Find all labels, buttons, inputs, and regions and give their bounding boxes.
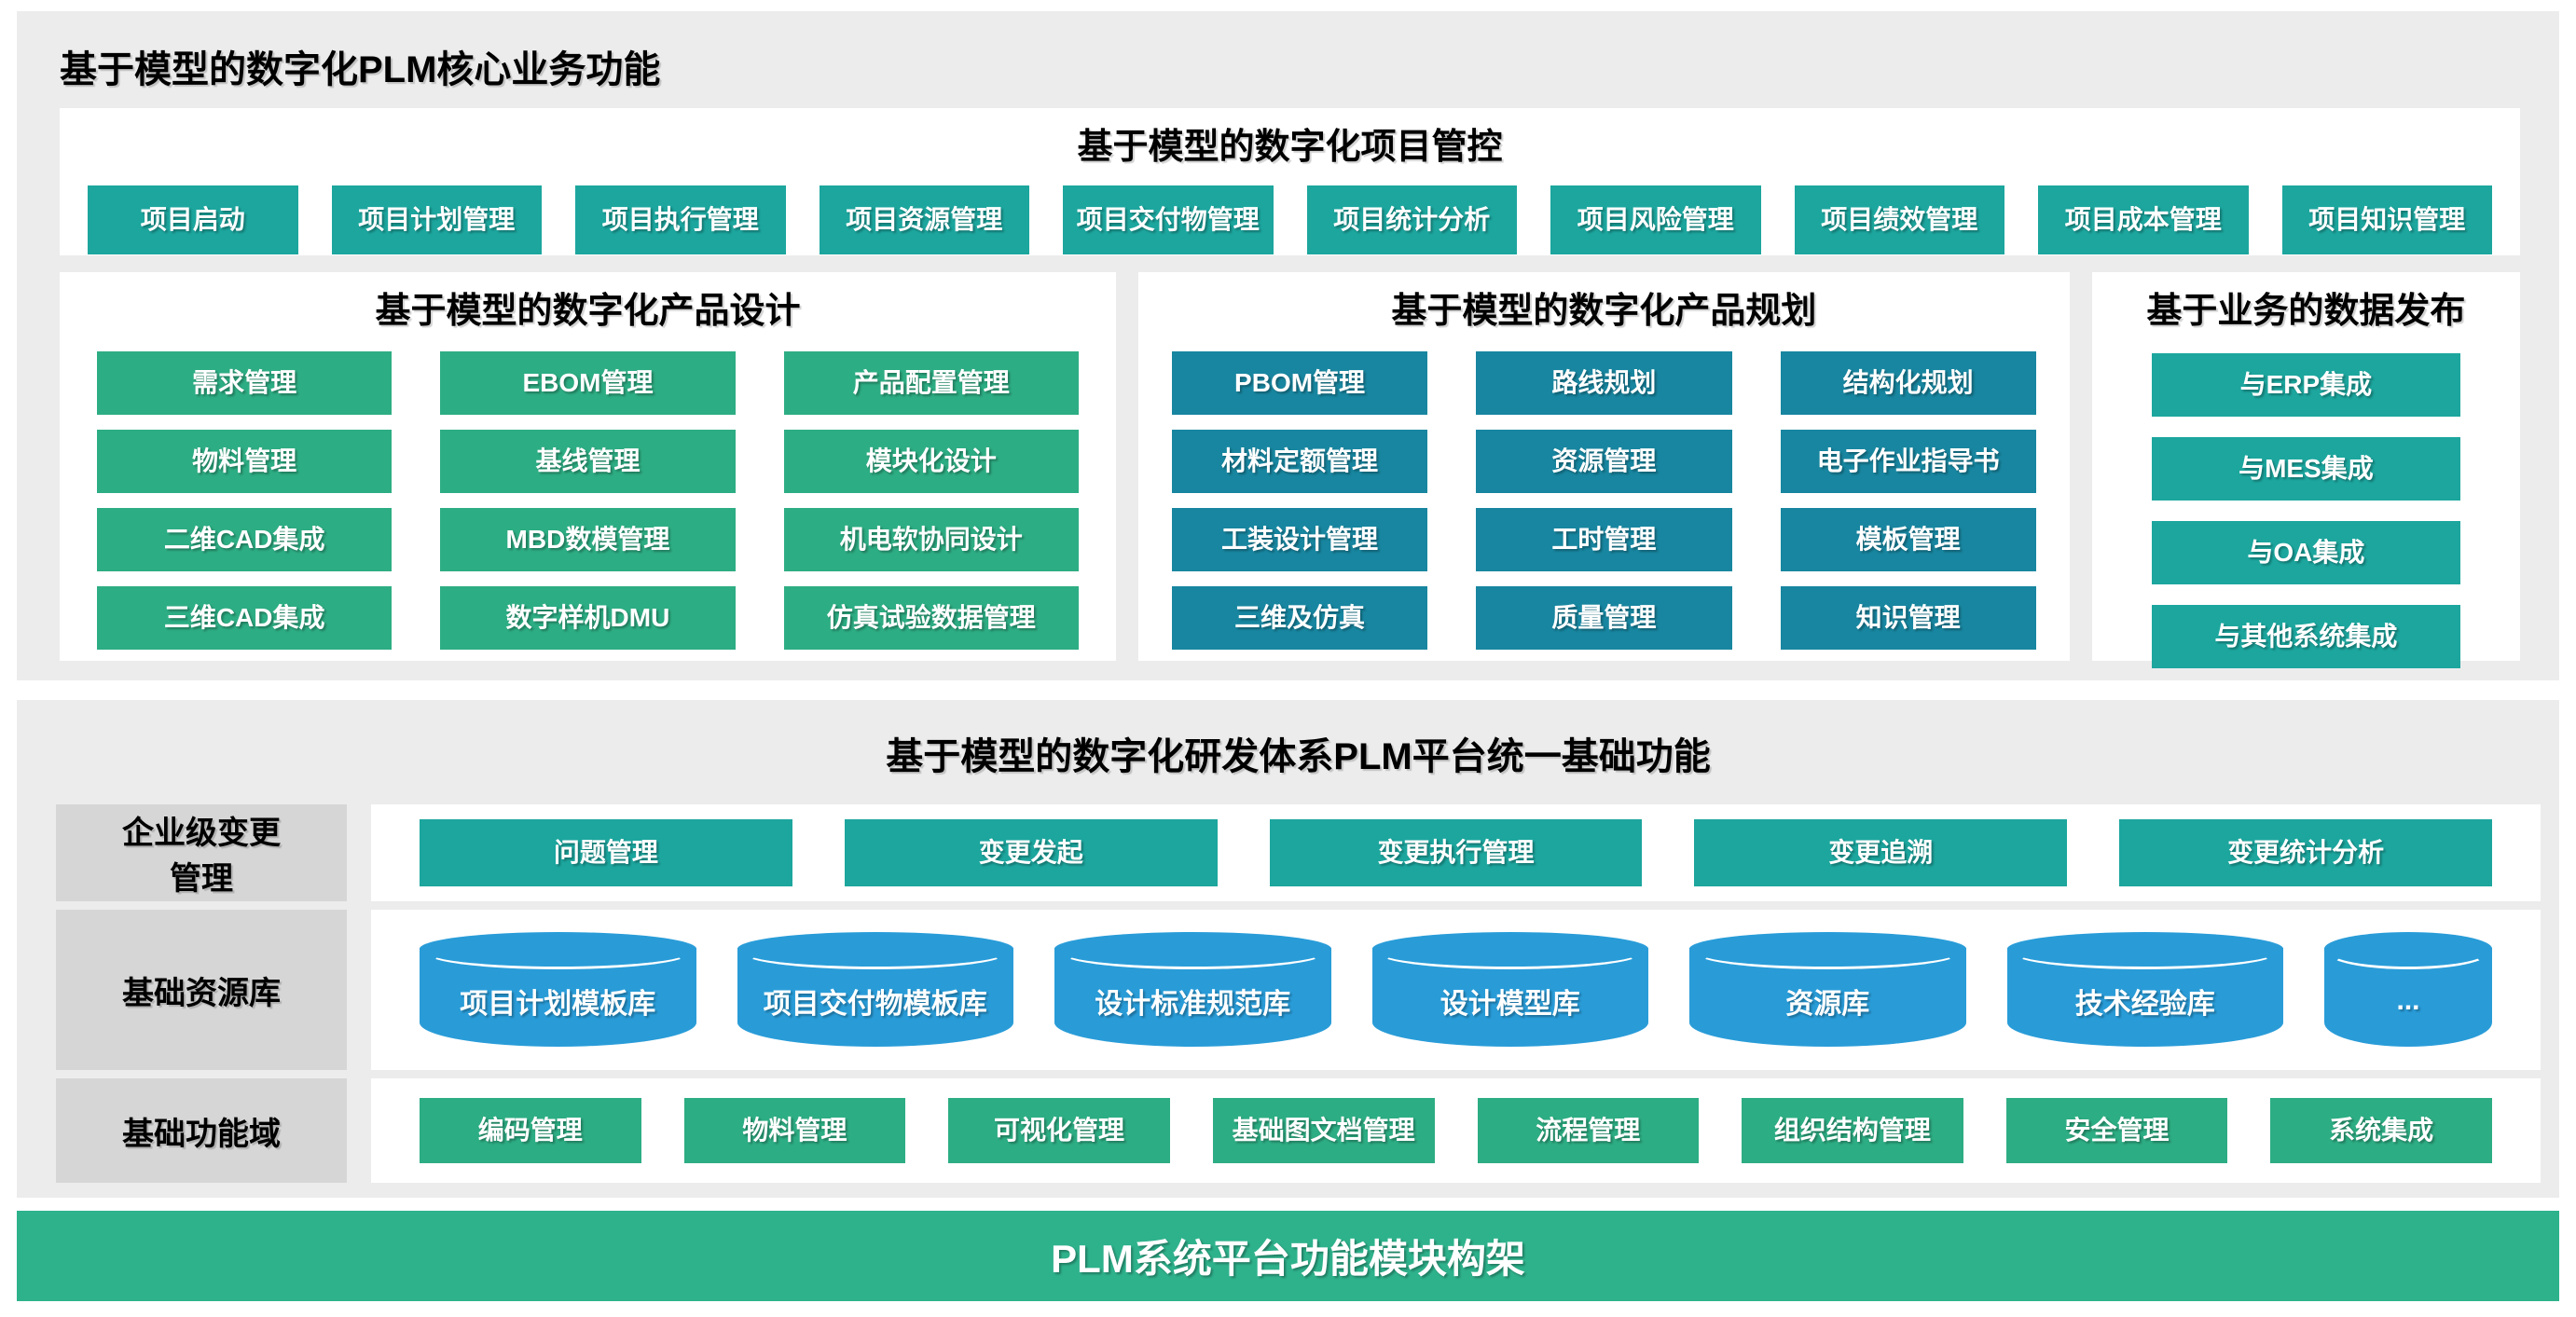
module-box: 项目成本管理 — [2038, 185, 2249, 254]
db-cylinder-label: 资源库 — [1785, 989, 1870, 1020]
db-cylinder-label: 设计模型库 — [1440, 989, 1580, 1020]
footer-banner-title: PLM系统平台功能模块构架 — [1051, 1237, 1525, 1281]
module-box: 知识管理 — [1780, 586, 2036, 650]
module-box: 机电软协同设计 — [783, 508, 1079, 571]
platform-base-section: 基于模型的数字化研发体系PLM平台统一基础功能 企业级变更 管理 问题管理 变更… — [17, 700, 2559, 1198]
base-functions-row: 基础功能域 编码管理 物料管理 可视化管理 基础图文档管理 流程管理 组织结构管… — [56, 1078, 2541, 1183]
module-box: 三维CAD集成 — [97, 586, 393, 650]
db-cylinder-more: ... — [2324, 932, 2492, 1047]
product-design-card: 基于模型的数字化产品设计 需求管理 EBOM管理 产品配置管理 物料管理 基线管… — [60, 272, 1116, 661]
db-cylinder: 设计模型库 — [1371, 932, 1648, 1047]
platform-base-title: 基于模型的数字化研发体系PLM平台统一基础功能 — [886, 736, 1711, 777]
module-box: PBOM管理 — [1171, 351, 1428, 415]
module-box: 项目交付物管理 — [1063, 185, 1274, 254]
resource-library-row: 基础资源库 项目计划模板库 项目交付物模板库 设计标准规范库 设计模型库 资源库… — [56, 910, 2541, 1070]
module-box: 项目执行管理 — [575, 185, 786, 254]
change-management-row: 企业级变更 管理 问题管理 变更发起 变更执行管理 变更追溯 变更统计分析 — [56, 804, 2541, 901]
db-cylinder: 资源库 — [1689, 932, 1966, 1047]
module-box: 变更执行管理 — [1269, 819, 1643, 886]
module-box: 与MES集成 — [2152, 437, 2460, 501]
module-box: MBD数模管理 — [440, 508, 736, 571]
module-box: 模块化设计 — [783, 430, 1079, 493]
db-cylinder-label: ... — [2396, 985, 2420, 1016]
module-box: 数字样机DMU — [440, 586, 736, 650]
project-control-button-row: 项目启动 项目计划管理 项目执行管理 项目资源管理 项目交付物管理 项目统计分析… — [88, 185, 2492, 254]
module-box: 可视化管理 — [948, 1098, 1170, 1163]
module-box: 基线管理 — [440, 430, 736, 493]
db-cylinder: 项目交付物模板库 — [737, 932, 1013, 1047]
resource-library-content: 项目计划模板库 项目交付物模板库 设计标准规范库 设计模型库 资源库 技术经验库… — [371, 910, 2541, 1070]
module-box: 问题管理 — [420, 819, 792, 886]
module-box: 材料定额管理 — [1171, 430, 1428, 493]
db-cylinder-label: 设计标准规范库 — [1095, 989, 1291, 1020]
module-box: 结构化规划 — [1780, 351, 2036, 415]
module-box: 工时管理 — [1476, 508, 1732, 571]
db-cylinder: 项目计划模板库 — [420, 932, 696, 1047]
module-box: 产品配置管理 — [783, 351, 1079, 415]
module-box: 安全管理 — [2005, 1098, 2228, 1163]
module-box: 仿真试验数据管理 — [783, 586, 1079, 650]
module-box: 工装设计管理 — [1171, 508, 1428, 571]
product-design-grid: 需求管理 EBOM管理 产品配置管理 物料管理 基线管理 模块化设计 二维CAD… — [97, 351, 1079, 650]
data-release-list: 与ERP集成 与MES集成 与OA集成 与其他系统集成 — [2118, 353, 2494, 668]
module-box: 基础图文档管理 — [1212, 1098, 1435, 1163]
module-box: 与ERP集成 — [2152, 353, 2460, 417]
resource-library-label: 基础资源库 — [56, 910, 347, 1070]
module-box: 与其他系统集成 — [2152, 605, 2460, 668]
module-box: 变更发起 — [844, 819, 1218, 886]
module-box: 项目知识管理 — [2281, 185, 2492, 254]
db-cylinder-label: 技术经验库 — [2074, 989, 2215, 1020]
module-box: 模板管理 — [1780, 508, 2036, 571]
module-box: 物料管理 — [683, 1098, 906, 1163]
module-box: EBOM管理 — [440, 351, 736, 415]
data-release-card: 基于业务的数据发布 与ERP集成 与MES集成 与OA集成 与其他系统集成 — [2091, 272, 2520, 668]
db-cylinder-label: 项目计划模板库 — [460, 989, 656, 1020]
data-release-title: 基于业务的数据发布 — [2146, 292, 2466, 331]
module-box: 需求管理 — [97, 351, 393, 415]
module-box: 路线规划 — [1476, 351, 1732, 415]
base-functions-label: 基础功能域 — [56, 1078, 347, 1183]
project-control-panel: 基于模型的数字化项目管控 项目启动 项目计划管理 项目执行管理 项目资源管理 项… — [60, 108, 2520, 255]
product-design-title: 基于模型的数字化产品设计 — [375, 292, 801, 331]
module-box: 二维CAD集成 — [97, 508, 393, 571]
module-box: 项目绩效管理 — [1794, 185, 2004, 254]
core-business-section: 基于模型的数字化PLM核心业务功能 基于模型的数字化项目管控 项目启动 项目计划… — [17, 11, 2559, 680]
module-box: 项目资源管理 — [819, 185, 1029, 254]
footer-banner: PLM系统平台功能模块构架 — [17, 1211, 2559, 1301]
project-control-title: 基于模型的数字化项目管控 — [1077, 128, 1503, 167]
module-box: 与OA集成 — [2152, 521, 2460, 584]
module-box: 变更统计分析 — [2119, 819, 2492, 886]
product-planning-card: 基于模型的数字化产品规划 PBOM管理 路线规划 结构化规划 材料定额管理 资源… — [1137, 272, 2070, 661]
module-box: 资源管理 — [1476, 430, 1732, 493]
module-box: 电子作业指导书 — [1780, 430, 2036, 493]
core-business-title: 基于模型的数字化PLM核心业务功能 — [60, 49, 661, 90]
module-box: 流程管理 — [1477, 1098, 1700, 1163]
module-box: 项目计划管理 — [331, 185, 542, 254]
module-box: 质量管理 — [1476, 586, 1732, 650]
db-cylinder: 设计标准规范库 — [1054, 932, 1331, 1047]
db-cylinder-label: 项目交付物模板库 — [763, 989, 987, 1020]
product-planning-title: 基于模型的数字化产品规划 — [1391, 292, 1817, 331]
module-box: 组织结构管理 — [1742, 1098, 1963, 1163]
sub-sections-row: 基于模型的数字化产品设计 需求管理 EBOM管理 产品配置管理 物料管理 基线管… — [60, 272, 2520, 668]
module-box: 变更追溯 — [1694, 819, 2068, 886]
module-box: 物料管理 — [97, 430, 393, 493]
module-box: 项目启动 — [88, 185, 298, 254]
db-cylinder: 技术经验库 — [2006, 932, 2283, 1047]
module-box: 项目风险管理 — [1550, 185, 1761, 254]
base-functions-content: 编码管理 物料管理 可视化管理 基础图文档管理 流程管理 组织结构管理 安全管理… — [371, 1078, 2541, 1183]
module-box: 三维及仿真 — [1171, 586, 1428, 650]
change-management-content: 问题管理 变更发起 变更执行管理 变更追溯 变更统计分析 — [371, 804, 2541, 901]
module-box: 系统集成 — [2270, 1098, 2492, 1163]
change-management-label: 企业级变更 管理 — [56, 804, 347, 901]
module-box: 项目统计分析 — [1306, 185, 1517, 254]
platform-rows: 企业级变更 管理 问题管理 变更发起 变更执行管理 变更追溯 变更统计分析 基础… — [56, 804, 2541, 1183]
product-planning-grid: PBOM管理 路线规划 结构化规划 材料定额管理 资源管理 电子作业指导书 工装… — [1171, 351, 2036, 650]
module-box: 编码管理 — [420, 1098, 641, 1163]
